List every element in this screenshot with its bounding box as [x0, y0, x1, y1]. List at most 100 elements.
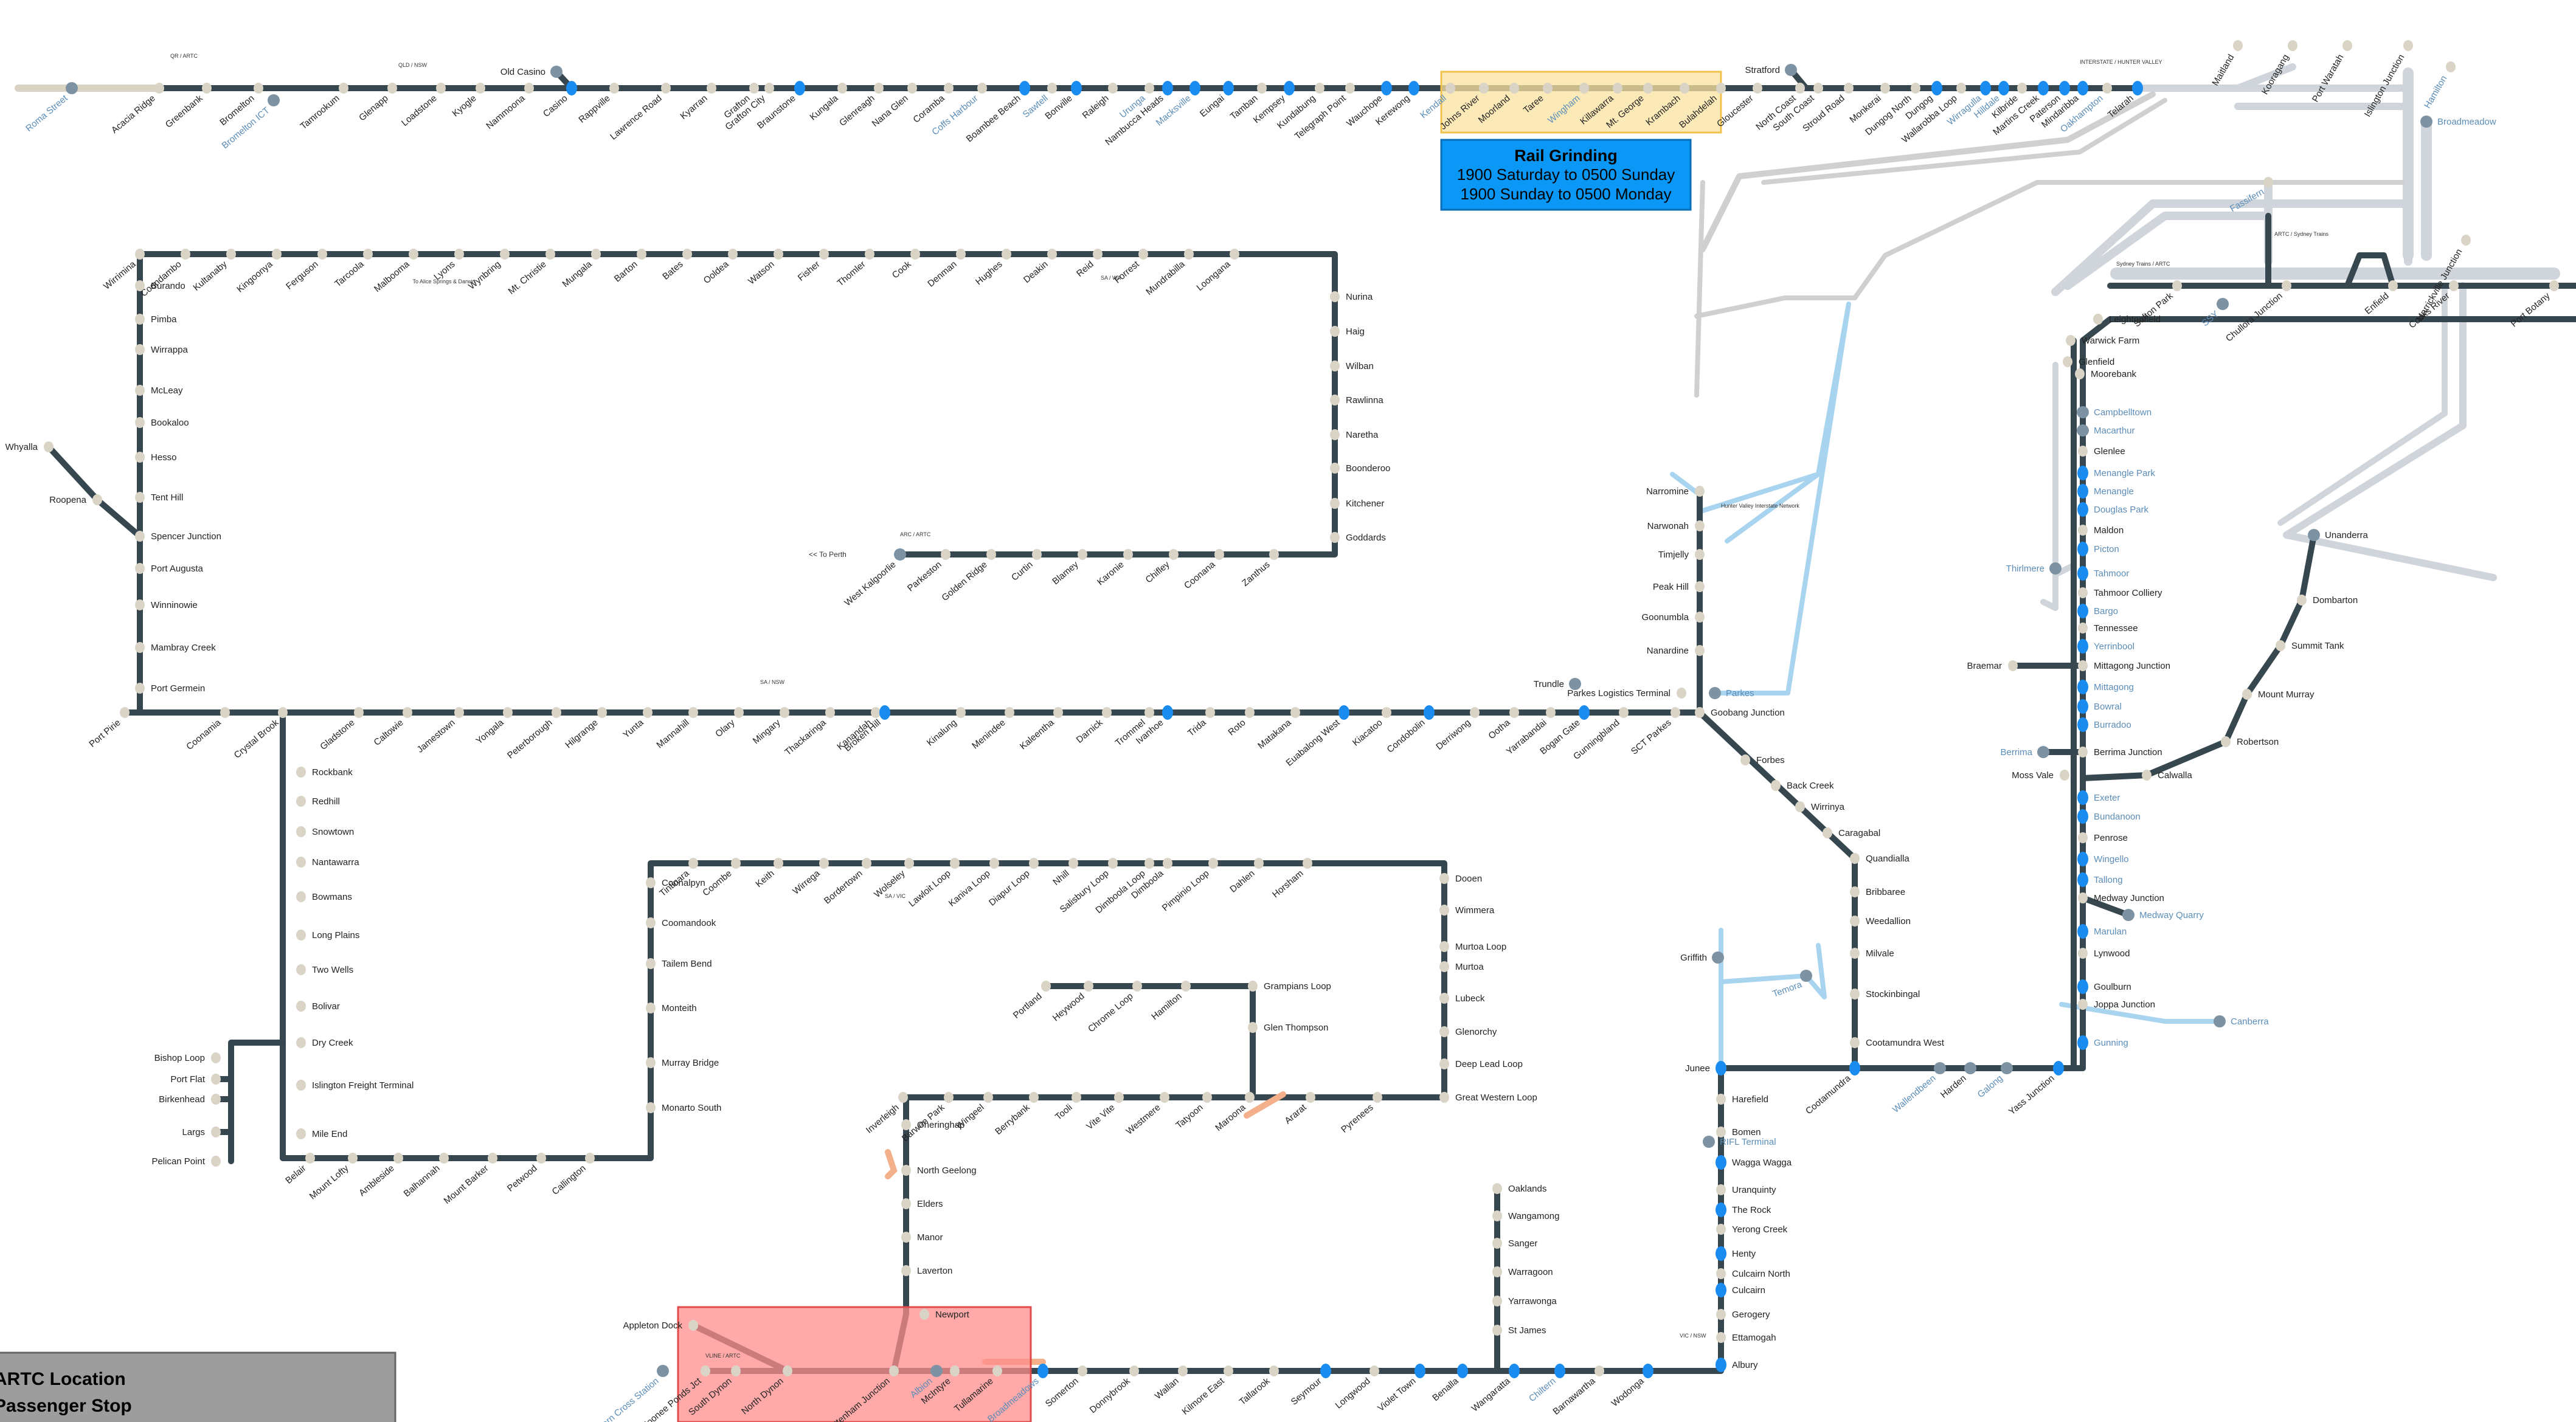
- station-s68: Broadmeadow: [2420, 116, 2496, 128]
- station-marker: [661, 83, 671, 94]
- station-label: Wallan: [1153, 1376, 1181, 1401]
- station-label: Moorebank: [2091, 369, 2137, 379]
- station-s105: Mambray Creek: [135, 642, 216, 653]
- station-marker: [591, 249, 601, 260]
- station-s67: Hamilton: [2422, 61, 2456, 110]
- station-marker: [296, 930, 306, 941]
- station-label: Braemar: [1967, 661, 2002, 671]
- station-label: Peterborough: [505, 717, 555, 761]
- station-marker: [986, 549, 996, 560]
- station-label: Wimmera: [1455, 905, 1495, 916]
- station-label: Tatyoon: [1174, 1102, 1205, 1131]
- station-marker: [1269, 1365, 1279, 1376]
- station-marker: [296, 857, 306, 868]
- station-label: Yarrawonga: [1508, 1296, 1557, 1306]
- station-label: Picton: [2094, 544, 2119, 554]
- callout-line-2: 1900 Sunday to 0500 Monday: [1461, 185, 1672, 203]
- station-label: Berrima: [2000, 747, 2032, 758]
- station-marker: [1613, 83, 1622, 94]
- station-marker: [2077, 424, 2089, 437]
- rail-grinding-callout: Rail Grinding 1900 Saturday to 0500 Sund…: [1440, 139, 1692, 211]
- station-marker: [2078, 892, 2088, 903]
- station-label: Warragoon: [1508, 1267, 1553, 1277]
- station-marker: [2288, 40, 2297, 51]
- station-s227: Moss Vale: [2012, 770, 2069, 781]
- station-label: Haig: [1346, 326, 1365, 337]
- station-label: Bowmans: [312, 892, 352, 902]
- station-marker: [550, 66, 563, 78]
- station-label: Eungai: [1198, 93, 1227, 119]
- station-marker: [1446, 83, 1455, 94]
- station-label: Sanger: [1508, 1238, 1537, 1249]
- station-s354: Sanger: [1492, 1238, 1537, 1249]
- station-marker: [688, 858, 698, 869]
- station-marker: [2077, 852, 2088, 866]
- station-label: Hilgrange: [563, 717, 600, 750]
- station-s175: Bribbaree: [1850, 886, 1905, 897]
- station-s224: Burradoo: [2077, 717, 2131, 732]
- station-marker: [2102, 83, 2112, 94]
- station-label: Thomler: [835, 259, 867, 288]
- station-marker: [1677, 688, 1686, 699]
- station-s357: St James: [1492, 1325, 1546, 1336]
- station-marker: [1470, 707, 1480, 718]
- station-marker: [1813, 83, 1823, 94]
- station-marker: [734, 707, 744, 718]
- station-s160: Trundle: [1534, 678, 1581, 690]
- station-label: Goddards: [1346, 533, 1386, 543]
- station-label: Tallarook: [1238, 1376, 1272, 1407]
- station-marker: [2078, 999, 2088, 1010]
- station-label: Grampians Loop: [1264, 981, 1331, 992]
- station-marker: [2172, 280, 2182, 291]
- station-label: Kiacatoo: [1351, 717, 1385, 748]
- station-marker: [1330, 532, 1340, 543]
- station-marker: [657, 1365, 669, 1377]
- station-marker: [1330, 429, 1340, 440]
- station-marker: [135, 642, 145, 653]
- station-s202: Leightonfield: [2093, 314, 2161, 325]
- station-marker: [646, 1102, 656, 1113]
- station-label: Canberra: [2231, 1016, 2269, 1027]
- station-label: Tallong: [2094, 875, 2123, 885]
- boundary-qld-nsw: QLD / NSW: [398, 62, 428, 68]
- station-label: Penrose: [2094, 833, 2128, 843]
- station-label: Malbooma: [372, 259, 412, 294]
- station-marker: [1844, 83, 1854, 94]
- station-s323: Gheringhap: [901, 1119, 964, 1130]
- station-label: Murtoa Loop: [1455, 942, 1506, 952]
- station-label: Rawlinna: [1346, 395, 1383, 406]
- station-marker: [1068, 858, 1078, 869]
- station-label: Loadstone: [400, 93, 439, 128]
- station-s96: Pimba: [135, 314, 177, 325]
- station-s303: Glenorchy: [1439, 1026, 1497, 1037]
- station-label: Whyalla: [5, 442, 38, 452]
- station-s355: Warragoon: [1492, 1266, 1553, 1277]
- station-label: Euabalong West: [1284, 717, 1343, 768]
- station-label: Kungala: [808, 93, 840, 123]
- station-marker: [317, 249, 327, 260]
- station-marker: [2077, 699, 2088, 714]
- station-s216: Tahmoor Colliery: [2078, 587, 2162, 598]
- station-s223: Bowral: [2077, 699, 2122, 714]
- station-label: Barnawartha: [1551, 1376, 1598, 1417]
- station-marker: [2008, 660, 2018, 671]
- callout-title: Rail Grinding: [1514, 147, 1618, 165]
- station-label: Bordertown: [822, 868, 865, 906]
- station-label: Bargo: [2094, 606, 2118, 616]
- station-marker: [919, 1309, 929, 1320]
- station-marker: [2077, 924, 2088, 939]
- station-label: Yass Junction: [2007, 1073, 2057, 1117]
- station-s207: Macarthur: [2077, 424, 2135, 437]
- station-label: Exeter: [2094, 793, 2120, 803]
- station-label: Ooldea: [702, 259, 731, 286]
- station-marker: [1019, 81, 1030, 95]
- station-label: Raleigh: [1081, 93, 1111, 121]
- station-label: Wirrimina: [102, 259, 138, 292]
- station-marker: [1330, 463, 1340, 474]
- station-marker: [901, 1198, 911, 1209]
- station-label: Coomandook: [662, 918, 716, 928]
- station-s243: Summit Tank: [2276, 640, 2344, 651]
- station-s300: Murtoa Loop: [1439, 941, 1506, 952]
- station-label: Nanardine: [1647, 646, 1689, 656]
- station-marker: [2077, 604, 2088, 618]
